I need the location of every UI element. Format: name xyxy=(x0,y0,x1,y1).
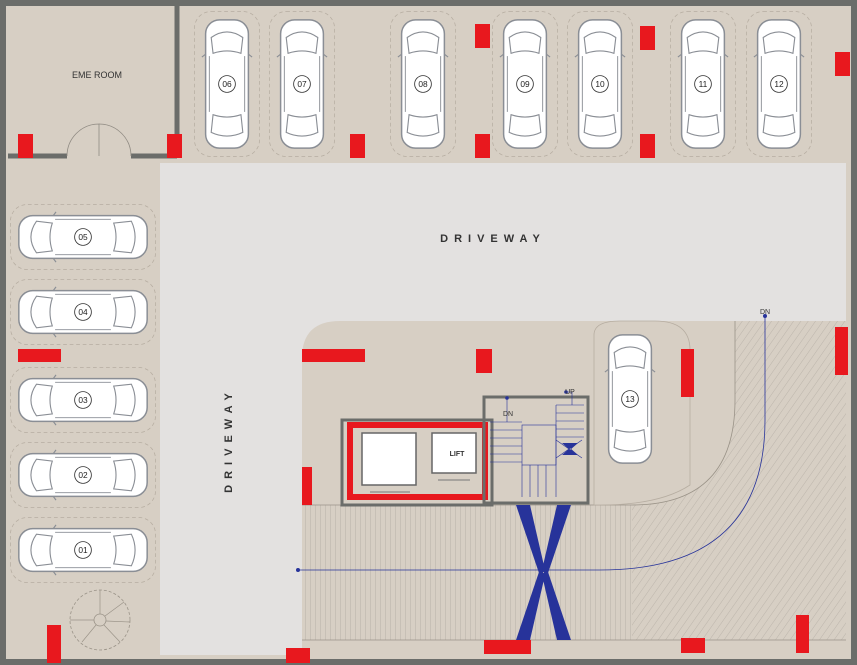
parking-slot-11[interactable]: 11 xyxy=(670,11,736,157)
slot-number-09: 09 xyxy=(520,79,530,89)
slot-number-10: 10 xyxy=(595,79,605,89)
slot-number-06: 06 xyxy=(222,79,232,89)
left-parking-column: 05 04 03 02 01 xyxy=(10,204,156,583)
slot-number-02: 02 xyxy=(78,470,88,480)
lift-shaft-2 xyxy=(431,432,477,474)
stair-down-label: DN xyxy=(503,411,513,418)
slot-number-05: 05 xyxy=(78,232,88,242)
slot-number-04: 04 xyxy=(78,307,88,317)
parking-slot-10[interactable]: 10 xyxy=(567,11,633,157)
spiral-staircase xyxy=(69,589,131,651)
slot-number-08: 08 xyxy=(418,79,428,89)
lift-stair-core xyxy=(340,390,590,507)
parking-slot-05[interactable]: 05 xyxy=(10,204,156,270)
parking-slot-01[interactable]: 01 xyxy=(10,517,156,583)
parking-slot-07[interactable]: 07 xyxy=(269,11,335,157)
stair-up-label: UP xyxy=(565,389,575,396)
lift-shaft-1 xyxy=(361,432,417,486)
parking-slot-13[interactable]: 13 xyxy=(604,334,656,464)
parking-slot-09[interactable]: 09 xyxy=(492,11,558,157)
slot-number-11: 11 xyxy=(699,79,708,89)
slot-number-01: 01 xyxy=(78,545,88,555)
parking-slot-12[interactable]: 12 xyxy=(746,11,812,157)
ramp-direction-line xyxy=(298,316,766,571)
parking-slot-04[interactable]: 04 xyxy=(10,279,156,345)
slot-number-07: 07 xyxy=(297,79,307,89)
ramp-down-label: DN xyxy=(760,309,770,316)
slot-number-12: 12 xyxy=(774,79,784,89)
slot-number-13: 13 xyxy=(625,394,635,404)
driveway-label-vertical: DRIVEWAY xyxy=(223,387,235,493)
driveway-label-horizontal: DRIVEWAY xyxy=(440,233,546,245)
lift-label: LIFT xyxy=(450,451,465,458)
ramp-straight xyxy=(302,505,632,640)
top-parking-row: 06 07 08 09 10 11 12 xyxy=(194,11,812,157)
structural-columns xyxy=(18,24,850,663)
ramp-arrows xyxy=(516,505,571,640)
driveway-area xyxy=(160,163,846,655)
parking-slot-02[interactable]: 02 xyxy=(10,442,156,508)
parking-slot-06[interactable]: 06 xyxy=(194,11,260,157)
parking-slot-03[interactable]: 03 xyxy=(10,367,156,433)
eme-room-label: EME ROOM xyxy=(72,70,122,80)
slot-number-03: 03 xyxy=(78,395,88,405)
ramp-curved xyxy=(632,321,846,640)
parking-slot-08[interactable]: 08 xyxy=(390,11,456,157)
